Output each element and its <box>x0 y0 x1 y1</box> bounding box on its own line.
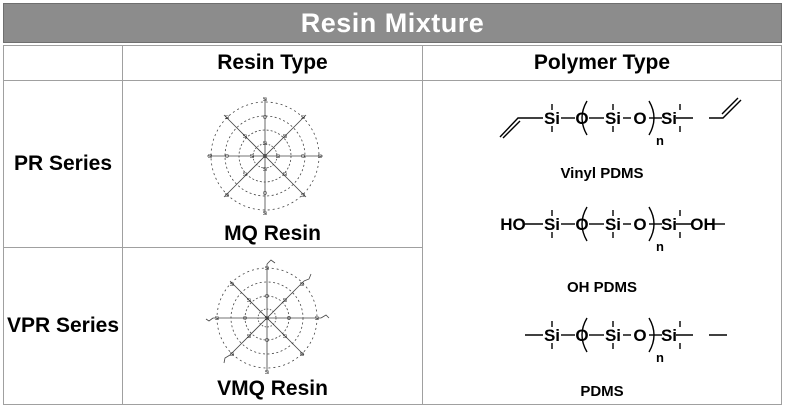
svg-text:O: O <box>287 316 291 322</box>
atom-o: O <box>633 109 646 128</box>
svg-text:Si: Si <box>263 97 267 103</box>
svg-text:Si: Si <box>300 282 304 288</box>
svg-text:O: O <box>265 338 269 344</box>
svg-text:Si: Si <box>263 167 267 173</box>
polymer-caption-oh-pdms: OH PDMS <box>566 279 637 296</box>
svg-text:Si: Si <box>265 370 269 376</box>
atom-si: Si <box>605 109 621 128</box>
svg-text:Si: Si <box>243 172 247 178</box>
header-resin-type: Resin Type <box>217 51 328 74</box>
header-polymer-type: Polymer Type <box>533 51 671 74</box>
resin-caption-vmq: VMQ Resin <box>217 377 328 400</box>
svg-text:Si: Si <box>300 352 304 358</box>
svg-text:Si: Si <box>283 172 287 178</box>
atom-si: Si <box>544 326 560 345</box>
svg-text:Si: Si <box>247 334 251 340</box>
svg-text:O: O <box>265 294 269 300</box>
table-title: Resin Mixture <box>3 3 782 43</box>
atom-si: Si <box>544 215 560 234</box>
resin-caption-mq: MQ Resin <box>224 222 321 245</box>
svg-text:Si: Si <box>247 298 251 304</box>
atom-si: Si <box>544 109 560 128</box>
end-group-oh: OH <box>690 215 716 234</box>
svg-text:Si: Si <box>215 316 219 322</box>
repeat-index-n: n <box>656 239 664 254</box>
atom-o: O <box>633 326 646 345</box>
svg-text:Si: Si <box>301 193 305 199</box>
svg-text:Si: Si <box>283 334 287 340</box>
svg-text:O: O <box>263 191 267 197</box>
svg-text:Si: Si <box>208 154 212 160</box>
svg-text:Si: Si <box>301 115 305 121</box>
repeat-index-n: n <box>656 350 664 365</box>
svg-text:O: O <box>225 154 229 160</box>
end-group-ho: HO <box>500 215 526 234</box>
atom-o: O <box>575 109 588 128</box>
svg-text:Si: Si <box>283 134 287 140</box>
row-label-vpr-series: VPR Series <box>6 314 120 337</box>
repeat-index-n: n <box>656 133 664 148</box>
atom-o: O <box>575 326 588 345</box>
svg-text:O: O <box>301 154 305 160</box>
svg-text:Si: Si <box>225 115 229 121</box>
svg-text:Si: Si <box>230 282 234 288</box>
svg-text:O: O <box>263 154 267 160</box>
svg-text:Si: Si <box>265 316 269 322</box>
atom-si: Si <box>661 109 677 128</box>
row-label-pr-series: PR Series <box>13 152 113 175</box>
svg-text:Si: Si <box>263 211 267 217</box>
atom-o: O <box>633 215 646 234</box>
svg-text:O: O <box>243 316 247 322</box>
svg-text:O: O <box>263 115 267 121</box>
svg-text:Si: Si <box>243 134 247 140</box>
polymer-caption-vinyl-pdms: Vinyl PDMS <box>560 165 644 182</box>
polymer-formulas: Si O Si O Si n HO Si O Si O Si OH n Si O… <box>499 97 742 365</box>
atom-si: Si <box>605 215 621 234</box>
svg-text:Si: Si <box>318 154 322 160</box>
svg-text:Si: Si <box>250 154 254 160</box>
svg-text:Si: Si <box>263 141 267 147</box>
svg-text:Si: Si <box>276 154 280 160</box>
svg-text:Si: Si <box>230 352 234 358</box>
atom-si: Si <box>605 326 621 345</box>
svg-text:Si: Si <box>225 193 229 199</box>
atom-si: Si <box>661 215 677 234</box>
svg-text:Si: Si <box>283 298 287 304</box>
atom-o: O <box>575 215 588 234</box>
svg-text:Si: Si <box>265 266 269 272</box>
atom-si: Si <box>661 326 677 345</box>
polymer-caption-pdms: PDMS <box>580 383 624 400</box>
svg-text:Si: Si <box>315 316 319 322</box>
